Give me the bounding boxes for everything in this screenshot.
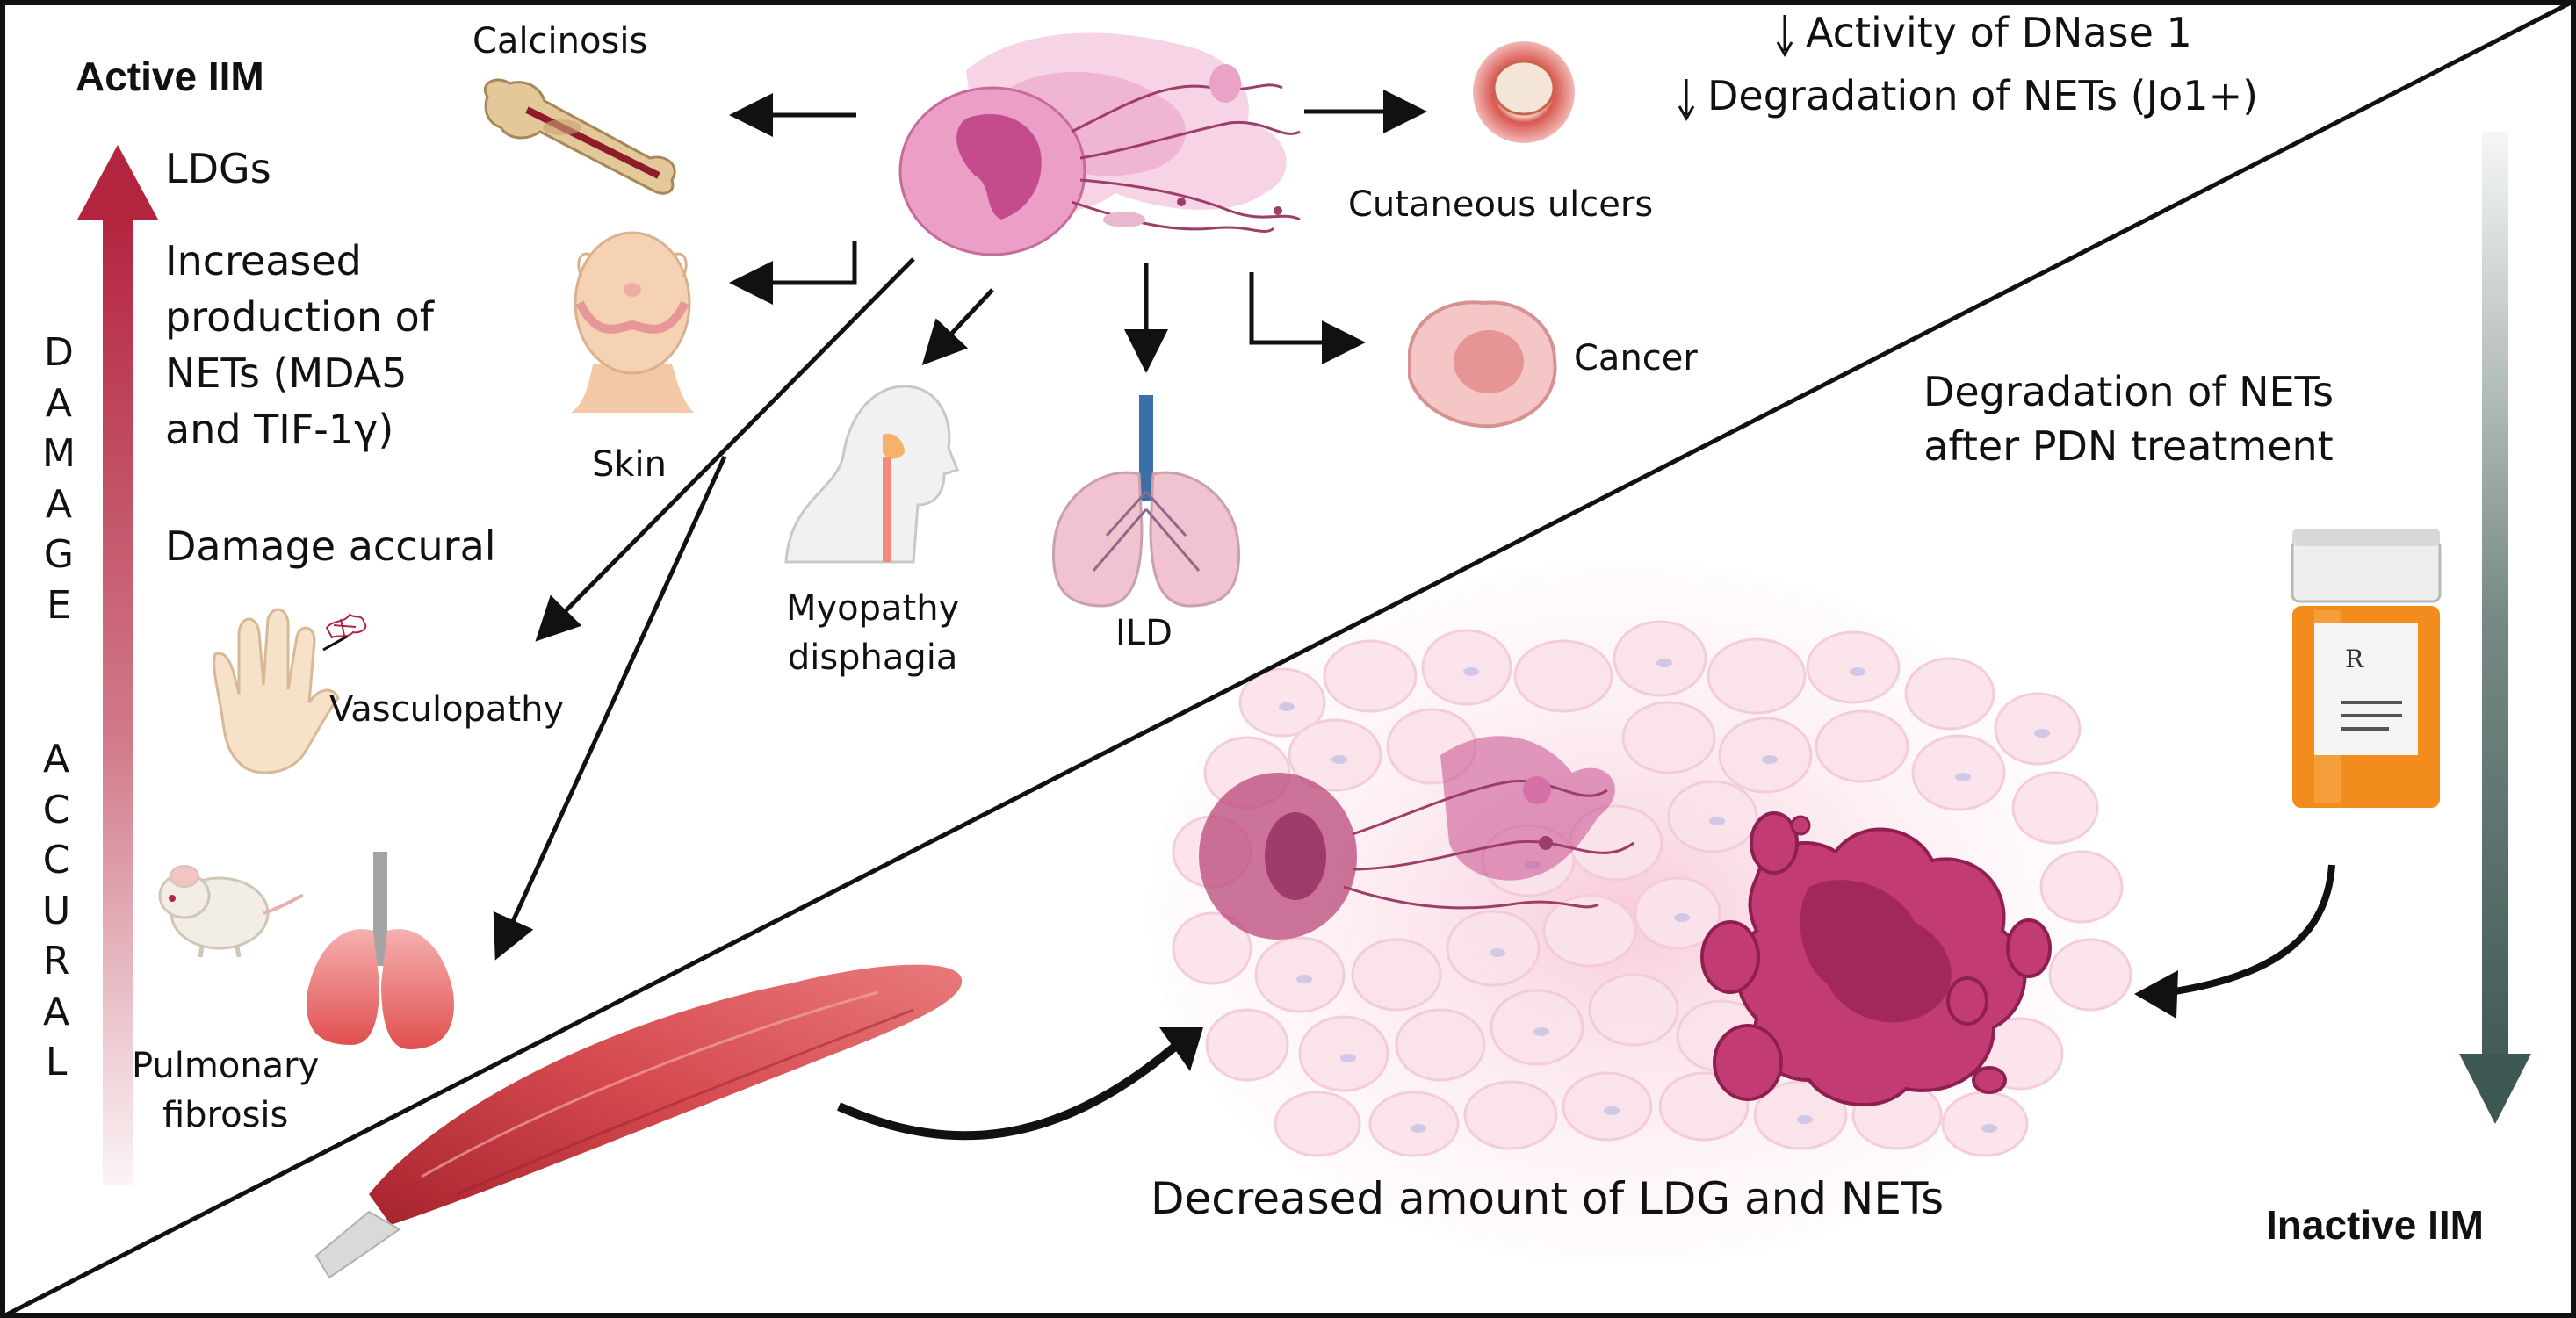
dnase-activity-label: Activity of DNase 1 bbox=[1806, 9, 2192, 56]
vertical-letter: R bbox=[42, 939, 70, 983]
vertical-damage-text: D A M A G E bbox=[42, 334, 76, 637]
inactive-arrow-icon bbox=[2459, 132, 2531, 1124]
vertical-letter: U bbox=[42, 888, 71, 933]
vertical-letter: A bbox=[43, 737, 70, 781]
vertical-letter: M bbox=[42, 431, 76, 476]
vasculopathy-label: Vasculopathy bbox=[329, 689, 565, 730]
pill-to-tissue-arrow bbox=[2168, 864, 2335, 996]
vertical-letter: A bbox=[43, 989, 70, 1034]
esophagus-head-icon bbox=[784, 385, 959, 564]
ulcer-icon bbox=[1473, 41, 1575, 143]
face-skin-icon bbox=[571, 231, 694, 413]
down-arrow-icon bbox=[1678, 15, 1793, 122]
fibrotic-lung-icon bbox=[307, 852, 454, 1049]
net-arrows bbox=[493, 90, 1427, 961]
skin-label: Skin bbox=[592, 444, 667, 485]
vertical-letter: D bbox=[44, 330, 74, 375]
cutaneous-ulcers-label: Cutaneous ulcers bbox=[1348, 184, 1654, 225]
vertical-letter: G bbox=[43, 532, 75, 577]
pulmonary-fibrosis-label: Pulmonary fibrosis bbox=[132, 1046, 320, 1135]
vertical-letter: C bbox=[42, 838, 70, 882]
vertical-accural-text: A C C U R A L bbox=[42, 740, 70, 1094]
pill-bottle-icon: R bbox=[2291, 529, 2442, 808]
myopathy-label: Myopathy disphagia bbox=[786, 588, 960, 678]
active-iim-label: Active IIM bbox=[76, 54, 264, 99]
nets-degradation-jo1-label: Degradation of NETs (Jo1+) bbox=[1707, 72, 2259, 119]
muscle-to-tissue-arrow bbox=[836, 1041, 1180, 1141]
muscle-icon bbox=[314, 964, 963, 1279]
degradation-after-pdn-label: Degradation of NETs after PDN treatment bbox=[1923, 368, 2334, 470]
cancer-cell-icon bbox=[1408, 300, 1557, 429]
pill-to-tissue-arrowhead bbox=[2134, 970, 2178, 1019]
mouse-icon bbox=[158, 865, 304, 958]
muscle-to-tissue-arrowhead bbox=[1159, 1027, 1203, 1071]
damage-accural-label: Damage accural bbox=[165, 522, 496, 570]
vertical-letter: A bbox=[45, 380, 73, 426]
damage-arrow-icon bbox=[77, 145, 158, 1185]
ild-lung-icon bbox=[1051, 395, 1241, 608]
netosis-neutrophil-icon bbox=[898, 32, 1301, 256]
inactive-iim-label: Inactive IIM bbox=[2266, 1202, 2484, 1248]
calcinosis-label: Calcinosis bbox=[473, 21, 648, 61]
vertical-letter: C bbox=[42, 787, 70, 832]
decreased-amount-label: Decreased amount of LDG and NETs bbox=[1151, 1173, 1945, 1224]
ldgs-label: LDGs bbox=[165, 145, 271, 192]
netosis-neutrophil-lower-icon bbox=[1199, 736, 1634, 940]
bone-icon bbox=[484, 78, 676, 195]
vertical-letter: L bbox=[45, 1040, 68, 1084]
vertical-letter: A bbox=[45, 481, 73, 527]
apoptotic-cell-icon bbox=[1700, 811, 2052, 1107]
ild-label: ILD bbox=[1115, 613, 1173, 653]
increased-production-label: Increased production of NETs (MDA5 and T… bbox=[165, 237, 434, 453]
hand-vessel-icon bbox=[213, 608, 367, 774]
vertical-letter: E bbox=[47, 582, 71, 628]
rx-label: R bbox=[2345, 645, 2364, 673]
cancer-label: Cancer bbox=[1574, 338, 1698, 378]
